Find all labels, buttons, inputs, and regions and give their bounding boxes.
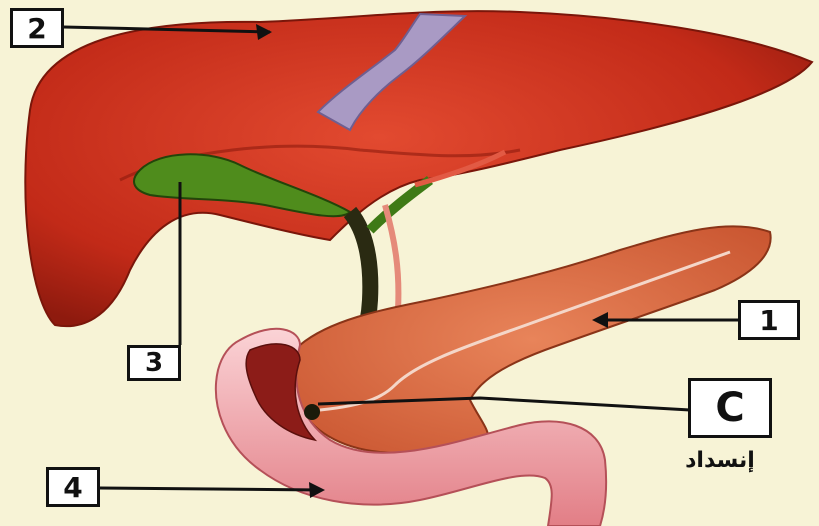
label-liver: 2 bbox=[10, 8, 64, 48]
label-pancreas: 1 bbox=[738, 300, 800, 340]
obstruction-caption: إنسداد bbox=[660, 448, 780, 473]
portal-vessel bbox=[385, 205, 398, 310]
pointer-4 bbox=[100, 488, 322, 490]
obstruction-site bbox=[304, 404, 320, 420]
label-obstruction: C bbox=[688, 378, 772, 438]
label-duodenum: 4 bbox=[46, 467, 100, 507]
label-gallbladder: 3 bbox=[127, 345, 181, 381]
